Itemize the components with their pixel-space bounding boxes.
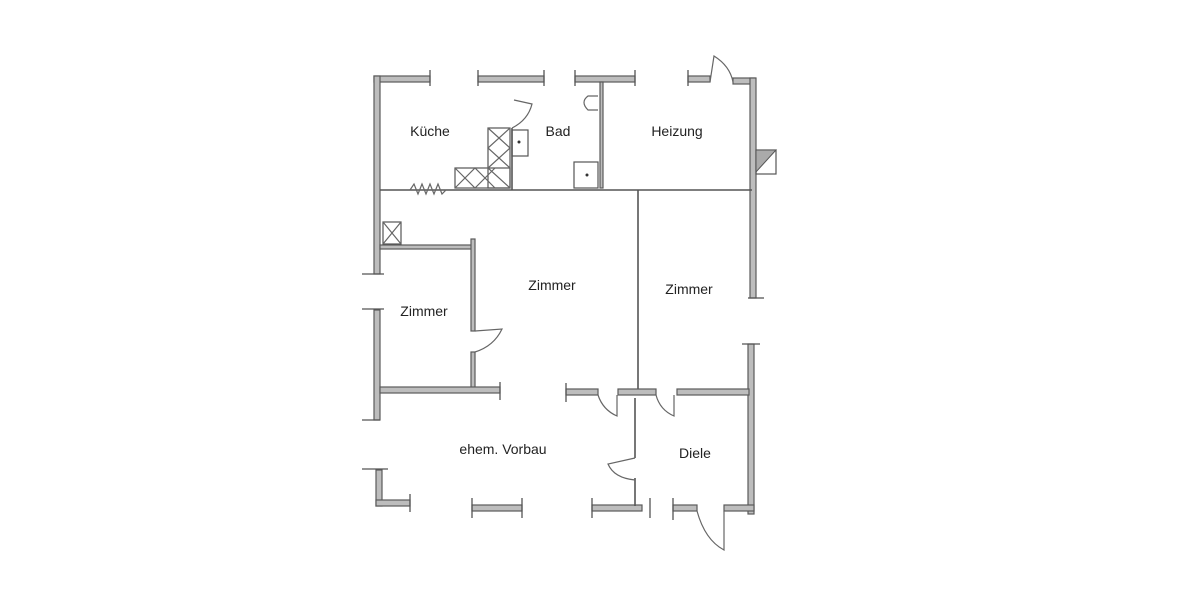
outer-walls <box>362 70 778 520</box>
room-label-bad: Bad <box>546 123 571 139</box>
room-label-zimmer-center: Zimmer <box>528 277 576 293</box>
room-label-kueche: Küche <box>410 123 450 139</box>
room-label-zimmer-left: Zimmer <box>400 303 448 319</box>
stairs-crosshatch <box>382 127 511 245</box>
room-label-diele: Diele <box>679 445 711 461</box>
door-swings <box>474 55 734 551</box>
room-label-zimmer-right: Zimmer <box>665 281 713 297</box>
room-labels: Küche Bad Heizung Zimmer Zimmer Zimmer e… <box>400 123 713 461</box>
interior-walls <box>379 81 752 506</box>
bath-fixtures <box>511 95 599 189</box>
room-label-vorbau: ehem. Vorbau <box>459 441 546 457</box>
room-label-heizung: Heizung <box>651 123 702 139</box>
